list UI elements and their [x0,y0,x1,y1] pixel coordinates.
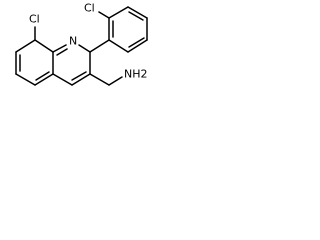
bond-c5-c4a [34,73,54,86]
bond-c3-c4-inner [71,71,87,81]
bond-c8-c7 [15,39,36,53]
bond-ph2-ph3 [127,39,148,53]
bond-ph2-ph3-inner [128,37,145,48]
molecule-structure: Cl N Cl NH2 [15,2,148,86]
bond-n1-c2 [78,44,91,53]
bond-c2-phenyl [89,39,110,53]
bond-c4-c4a [52,73,73,86]
bond-ph4-ph5-inner [128,11,144,21]
bond-ph1-ph2 [108,39,129,53]
bond-ph4-ph5 [127,6,148,19]
bond-c8a-n1 [52,44,67,53]
atom-amine: NH2 [124,68,148,81]
bond-c8-c8a [34,39,54,53]
bond-c6-c5 [15,73,36,86]
bond-c3-ch2 [89,73,110,86]
bond-c3-c4 [71,73,91,86]
bond-c8a-n1-inner [56,48,68,56]
bond-ph5-ph6 [108,6,129,19]
atom-cl-phenyl: Cl [84,2,95,15]
bond-ch2-n [108,76,123,86]
atom-cl-quinoline: Cl [29,13,40,26]
bond-ph6-cl [98,11,110,19]
bond-c5-c4a-inner [35,71,50,81]
atom-n-ring: N [69,35,77,48]
